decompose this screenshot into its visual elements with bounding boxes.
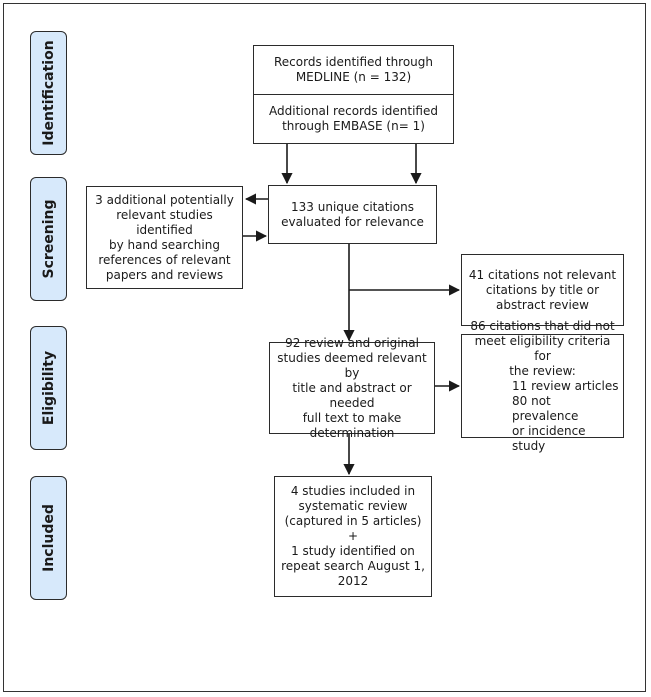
embase-records: Additional records identified through EM… [254, 94, 453, 143]
stage-screening: Screening [30, 177, 67, 301]
unique-citations-box: 133 unique citations evaluated for relev… [268, 185, 437, 244]
figure-frame [3, 3, 646, 692]
stage-eligibility: Eligibility [30, 326, 67, 450]
not-eligible-review-articles: 11 review articles [512, 378, 619, 393]
not-eligible-prevalence: 80 not prevalence or incidence study [512, 393, 586, 453]
not-eligible-box: 86 citations that did not meet eligibili… [461, 319, 624, 453]
included-box: 4 studies included in systematic review … [274, 476, 432, 597]
stage-identification: Identification [30, 31, 67, 155]
hand-search-box: 3 additional potentially relevant studie… [86, 186, 243, 289]
deemed-relevant-box: 92 review and original studies deemed re… [269, 336, 435, 440]
identification-box: Records identified through MEDLINE (n = … [253, 45, 454, 144]
medline-records: Records identified through MEDLINE (n = … [273, 55, 434, 84]
not-eligible-intro: 86 citations that did not meet eligibili… [470, 318, 615, 378]
not-relevant-box: 41 citations not relevant citations by t… [461, 254, 624, 326]
stage-included: Included [30, 476, 67, 600]
